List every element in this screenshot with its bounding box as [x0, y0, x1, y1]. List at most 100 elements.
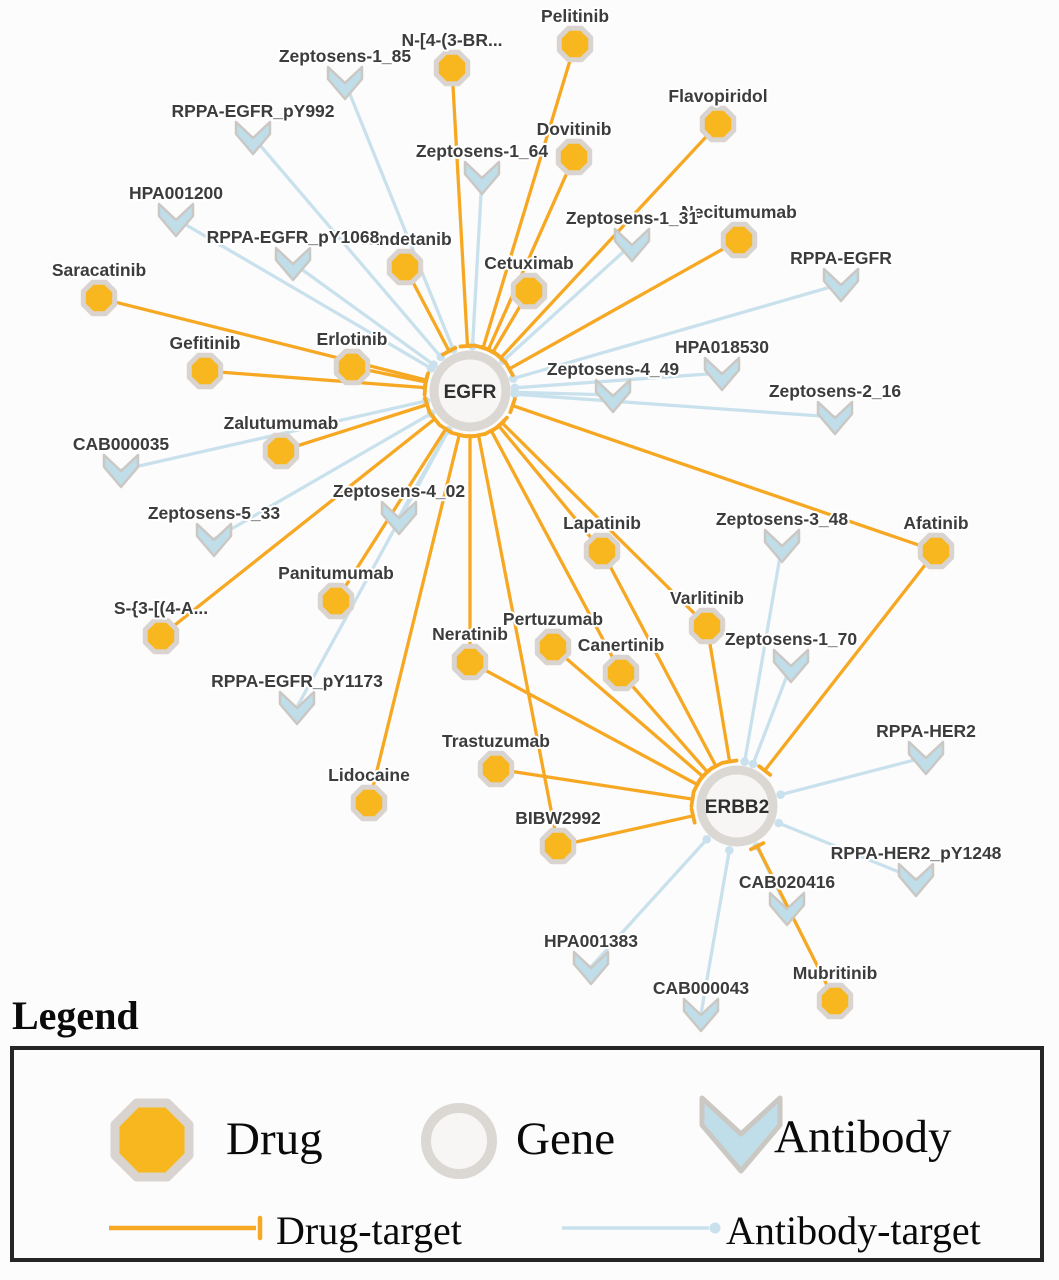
- antibody-label-zeptosens-3-48: Zeptosens-3_48: [716, 509, 849, 529]
- antibody-node-zeptosens-4-02: [380, 500, 418, 536]
- antibody-node-hpa001200: [157, 202, 195, 238]
- antibody-target-edge-hpa001200: [175, 217, 432, 370]
- drug-target-edge-pelitinib: [481, 43, 577, 349]
- drug-icon: [110, 1098, 194, 1182]
- antibody-icon: [699, 1095, 783, 1174]
- drug-node-pertuzumab: [534, 628, 572, 666]
- antibody-label-rppa-egfr-py1173: RPPA-EGFR_pY1173: [211, 671, 383, 691]
- antibody-target-edge-zeptosens-3-48: [743, 544, 784, 762]
- antibody-edge-dot: [725, 846, 734, 855]
- drug-target-edge-canertinib: [619, 671, 709, 774]
- antibody-node-hpa018530: [703, 356, 741, 392]
- antibody-node-zeptosens-3-48: [763, 528, 801, 564]
- antibody-label-rppa-her2: RPPA-HER2: [876, 721, 976, 741]
- drug-node-vandetanib: [386, 248, 424, 286]
- drug-label-lidocaine: Lidocaine: [328, 765, 410, 785]
- legend-title: Legend: [12, 993, 139, 1038]
- antibody-node-zeptosens-2-16: [816, 400, 854, 436]
- drug-node-dovitinib: [555, 138, 593, 176]
- antibody-label-zeptosens-1-70: Zeptosens-1_70: [725, 629, 858, 649]
- antibody-edge-dot: [774, 818, 783, 828]
- antibody-target-edge-zeptosens-1-31: [502, 242, 634, 362]
- drug-edge-tee: [469, 431, 488, 439]
- antibody-node-cab000043: [682, 997, 720, 1033]
- antibody-node-rppa-her2: [907, 740, 945, 776]
- antibody-legend-icon-wrap: [699, 1095, 783, 1174]
- drug-target-edge-lapatinib: [497, 424, 604, 553]
- antibody-target-edge-zeptosens-5-33: [213, 412, 432, 541]
- drug-label-necitumumab: Necitumumab: [681, 202, 797, 222]
- antibody-node-cab020416: [768, 891, 806, 927]
- drug-label-zalutumumab: Zalutumumab: [224, 413, 339, 433]
- nodes-layer: [80, 25, 955, 1033]
- drug-target-edge-zalutumumab: [280, 403, 428, 453]
- drug-node-flavopiridol: [699, 105, 737, 143]
- drug-edge-tee: [484, 346, 501, 358]
- drug-label-panitumumab: Panitumumab: [278, 563, 394, 583]
- antibody-label-zeptosens-4-02: Zeptosens-4_02: [333, 481, 466, 501]
- antibody-node-zeptosens-1-85: [326, 65, 364, 101]
- drug-target-edge-trastuzumab: [495, 767, 693, 801]
- drug-edge-tee: [508, 397, 517, 415]
- legend-antibody-target-label: Antibody-target: [726, 1208, 981, 1253]
- antibody-target-edge-cab000043: [699, 850, 731, 1015]
- drug-edge-tee: [696, 769, 710, 784]
- drug-edge-tee: [423, 396, 432, 414]
- drug-label-gefitinib: Gefitinib: [170, 333, 241, 353]
- gene-icon: [421, 1103, 497, 1179]
- antibody-label-zeptosens-1-85: Zeptosens-1_85: [279, 46, 412, 66]
- antibody-label-hpa001383: HPA001383: [544, 931, 638, 951]
- drug-target-edge-gefitinib: [204, 369, 426, 390]
- drug-label-pelitinib: Pelitinib: [541, 6, 609, 26]
- drug-legend-icon-wrap: [110, 1098, 194, 1182]
- drug-label-erlotinib: Erlotinib: [317, 329, 388, 349]
- antibody-target-edge-zeptosens-1-85: [343, 81, 455, 350]
- drug-node-n-4-3-br: [433, 49, 471, 87]
- drug-target-edge-s-3-4-a: [159, 417, 436, 638]
- drug-target-edge-canertinib: [489, 429, 623, 674]
- drug-node-bibw2992: [539, 827, 577, 865]
- drug-node-trastuzumab: [477, 750, 515, 788]
- drug-node-neratinib: [451, 643, 489, 681]
- drug-edge-tee: [422, 373, 430, 391]
- antibody-node-zeptosens-1-64: [463, 160, 501, 196]
- antibody-node-rppa-egfr-py992: [234, 120, 272, 156]
- drug-node-panitumumab: [317, 582, 355, 620]
- drug-edge-tee: [437, 423, 454, 435]
- antibody-label-rppa-egfr-py1068: RPPA-EGFR_pY1068: [207, 227, 380, 247]
- antibody-target-edge-sample: [562, 1222, 721, 1234]
- drug-edge-tee: [720, 758, 739, 765]
- legend-drug-label: Drug: [226, 1113, 323, 1165]
- labels-layer: EGFRERBB2PelitinibN-[4-(3-BR...Dovitinib…: [50, 4, 1004, 1000]
- antibody-edge-dot: [510, 389, 520, 399]
- drug-target-edge-bibw2992: [557, 814, 694, 848]
- antibody-edge-dot: [740, 757, 749, 766]
- antibody-node-rppa-egfr-py1173: [278, 690, 316, 726]
- drug-label-afatinib: Afatinib: [903, 513, 968, 533]
- antibody-node-zeptosens-1-70: [772, 648, 810, 684]
- antibody-target-dot: [709, 1222, 721, 1234]
- antibody-label-cab000043: CAB000043: [653, 978, 750, 998]
- drug-label-pertuzumab: Pertuzumab: [503, 609, 603, 629]
- drug-edge-tee: [428, 411, 441, 427]
- antibody-edge-dot: [429, 360, 438, 369]
- drug-target-edge-varlitinib: [705, 625, 732, 762]
- drug-edge-tee: [503, 360, 515, 377]
- drug-label-bibw2992: BIBW2992: [515, 808, 601, 828]
- drug-node-lapatinib: [583, 532, 621, 570]
- drug-target-edge-varlitinib: [500, 421, 709, 628]
- drug-node-erlotinib: [333, 348, 371, 386]
- drug-target-edge-sample: [109, 1215, 263, 1241]
- antibody-target-edge-rppa-egfr-py1173: [295, 429, 450, 708]
- antibody-target-edge-rppa-egfr: [512, 282, 842, 381]
- legend-box: Drug Gene Antibody Drug-target Antibody-…: [10, 1046, 1044, 1262]
- gene-node-erbb2: [696, 765, 778, 847]
- drug-node-canertinib: [602, 654, 640, 692]
- drug-node-lidocaine: [350, 784, 388, 822]
- antibody-label-zeptosens-1-31: Zeptosens-1_31: [566, 208, 699, 228]
- drug-edge-tee: [757, 764, 773, 777]
- antibody-label-zeptosens-2-16: Zeptosens-2_16: [769, 381, 902, 401]
- gene-label-egfr: EGFR: [444, 382, 497, 403]
- antibody-node-rppa-egfr: [822, 267, 860, 303]
